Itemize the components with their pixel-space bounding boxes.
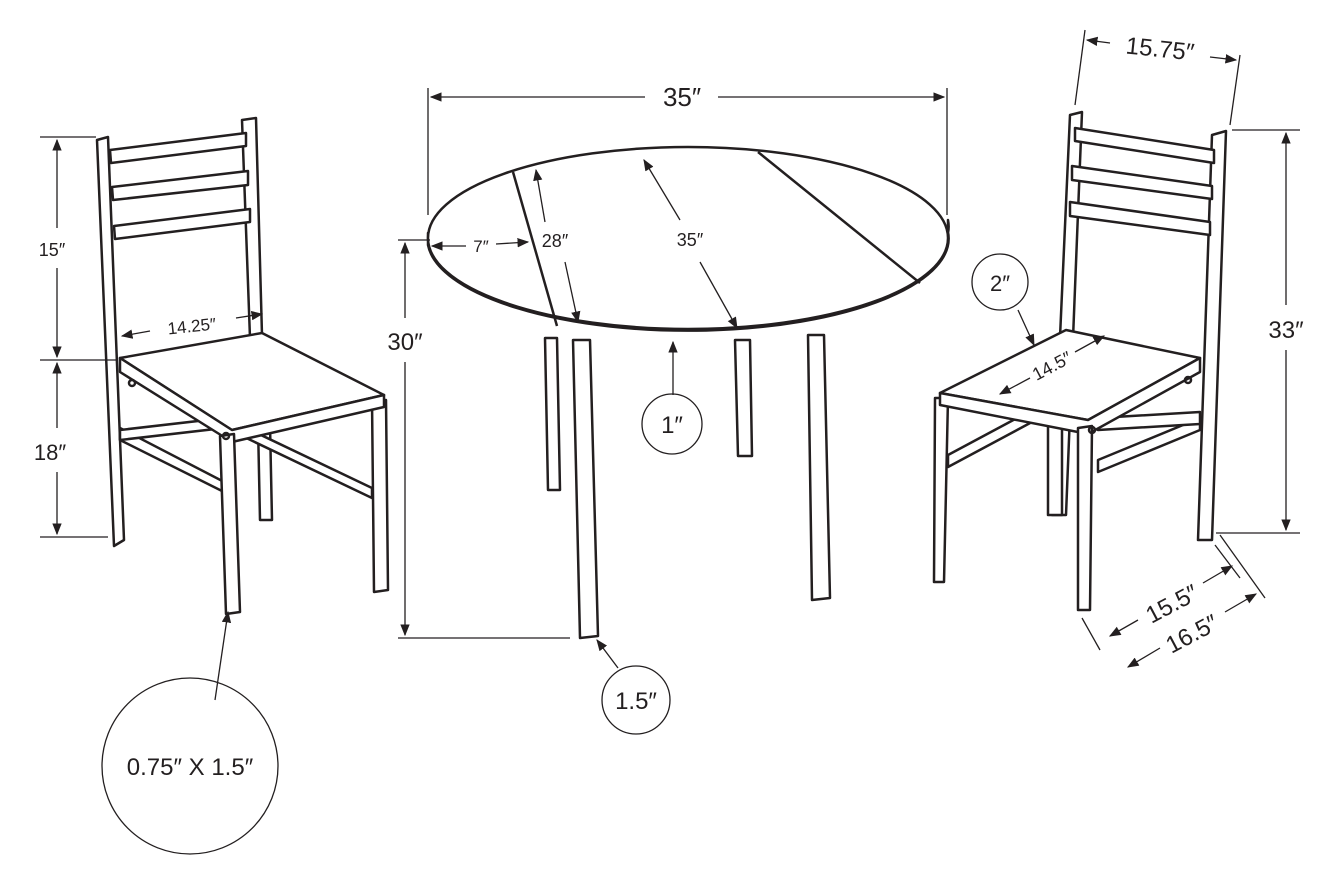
table-leaf-label: 7″ [473,237,488,256]
right-chair-slat [1070,164,1214,201]
table-dimensions: 35″ 7″ 28″ 35″ 30″ 1″ 1.5″ [387,82,948,735]
bolt-icon [1087,425,1097,435]
table-leg-front [571,338,600,640]
right-chair-back-post [1196,129,1228,542]
table-center-depth-label: 28″ [542,231,569,251]
table-diameter-label: 35″ [677,230,704,250]
left-chair-seat-width-label: 14.25″ [167,315,217,339]
left-chair-back-height-label: 15″ [39,240,66,260]
table [426,145,950,640]
left-chair-slat [108,131,248,165]
right-chair-leg [932,396,950,584]
bolt-icon [127,378,137,388]
seat-thickness-callout [971,253,1029,311]
table-leg [543,336,562,492]
left-chair-slat [112,207,252,241]
right-chair-slat [1073,126,1216,165]
left-chair [95,116,390,616]
left-chair-leg-size-label: 0.75″ X 1.5″ [127,754,254,781]
table-top [426,145,950,331]
left-chair-leg [370,398,390,594]
table-width-label: 35″ [663,82,701,112]
table-top-thickness-label: 1″ [661,412,683,439]
table-height-label: 30″ [387,329,423,356]
table-leg-label: 1.5″ [615,688,657,715]
bolt-icon [221,431,231,441]
right-chair-seat-edge [938,356,1202,436]
right-chair-stretcher [1096,416,1202,474]
left-chair-back-post [240,116,264,340]
right-chair-seat-thickness-label: 2″ [990,271,1010,296]
left-chair-seat-height-label: 18″ [34,440,66,465]
left-chair-front-leg [218,432,242,616]
table-leaf-seam [511,171,559,327]
left-chair-back-post [95,135,126,548]
bolt-icon [1183,375,1193,385]
right-chair-height-label: 33″ [1268,317,1304,344]
right-chair-back-width-label: 15.75″ [1125,32,1197,66]
table-leg [806,333,832,602]
table-leg-callout [601,665,671,735]
top-thickness-callout [641,393,703,455]
left-chair-dimensions: 15″ 18″ 14.25″ 0.75″ X 1.5″ [34,136,279,855]
right-chair [932,110,1228,612]
leg-size-callout [101,677,279,855]
right-chair-slat [1068,200,1212,237]
table-leg [733,338,754,458]
right-chair-front-leg [1076,424,1094,612]
left-chair-slat [110,169,250,202]
table-leaf-seam [757,151,921,284]
left-chair-seat-edge [118,356,386,444]
